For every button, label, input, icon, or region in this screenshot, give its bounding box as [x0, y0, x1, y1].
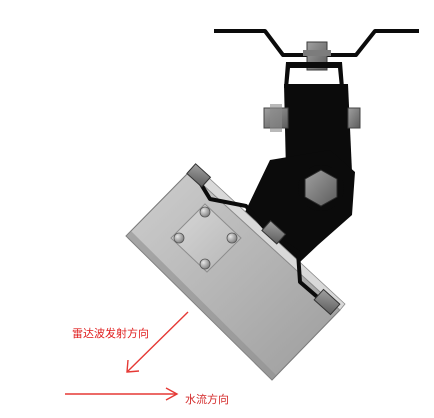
radar-direction-label: 雷达波发射方向 [72, 327, 149, 340]
plate-screw-top [199, 206, 211, 218]
strap-bolt-mid [261, 220, 287, 245]
bracket-body [284, 84, 352, 172]
pivot-nut [304, 169, 338, 207]
water-flow-label: 水流方向 [185, 393, 229, 406]
right-side-bolt [347, 107, 361, 129]
radar-direction-arrow [126, 311, 189, 373]
plate-screw-right [226, 232, 238, 244]
cover-plate [170, 203, 242, 273]
plate-screw-bottom [199, 258, 211, 270]
water-flow-arrow [65, 387, 179, 401]
strap-bolt-lower [313, 288, 341, 316]
left-side-bolt [263, 104, 289, 132]
u-clamp [284, 62, 344, 88]
strap-bolt-upper [186, 163, 212, 188]
plate-screw-left [173, 232, 185, 244]
radar-housing [125, 165, 346, 381]
